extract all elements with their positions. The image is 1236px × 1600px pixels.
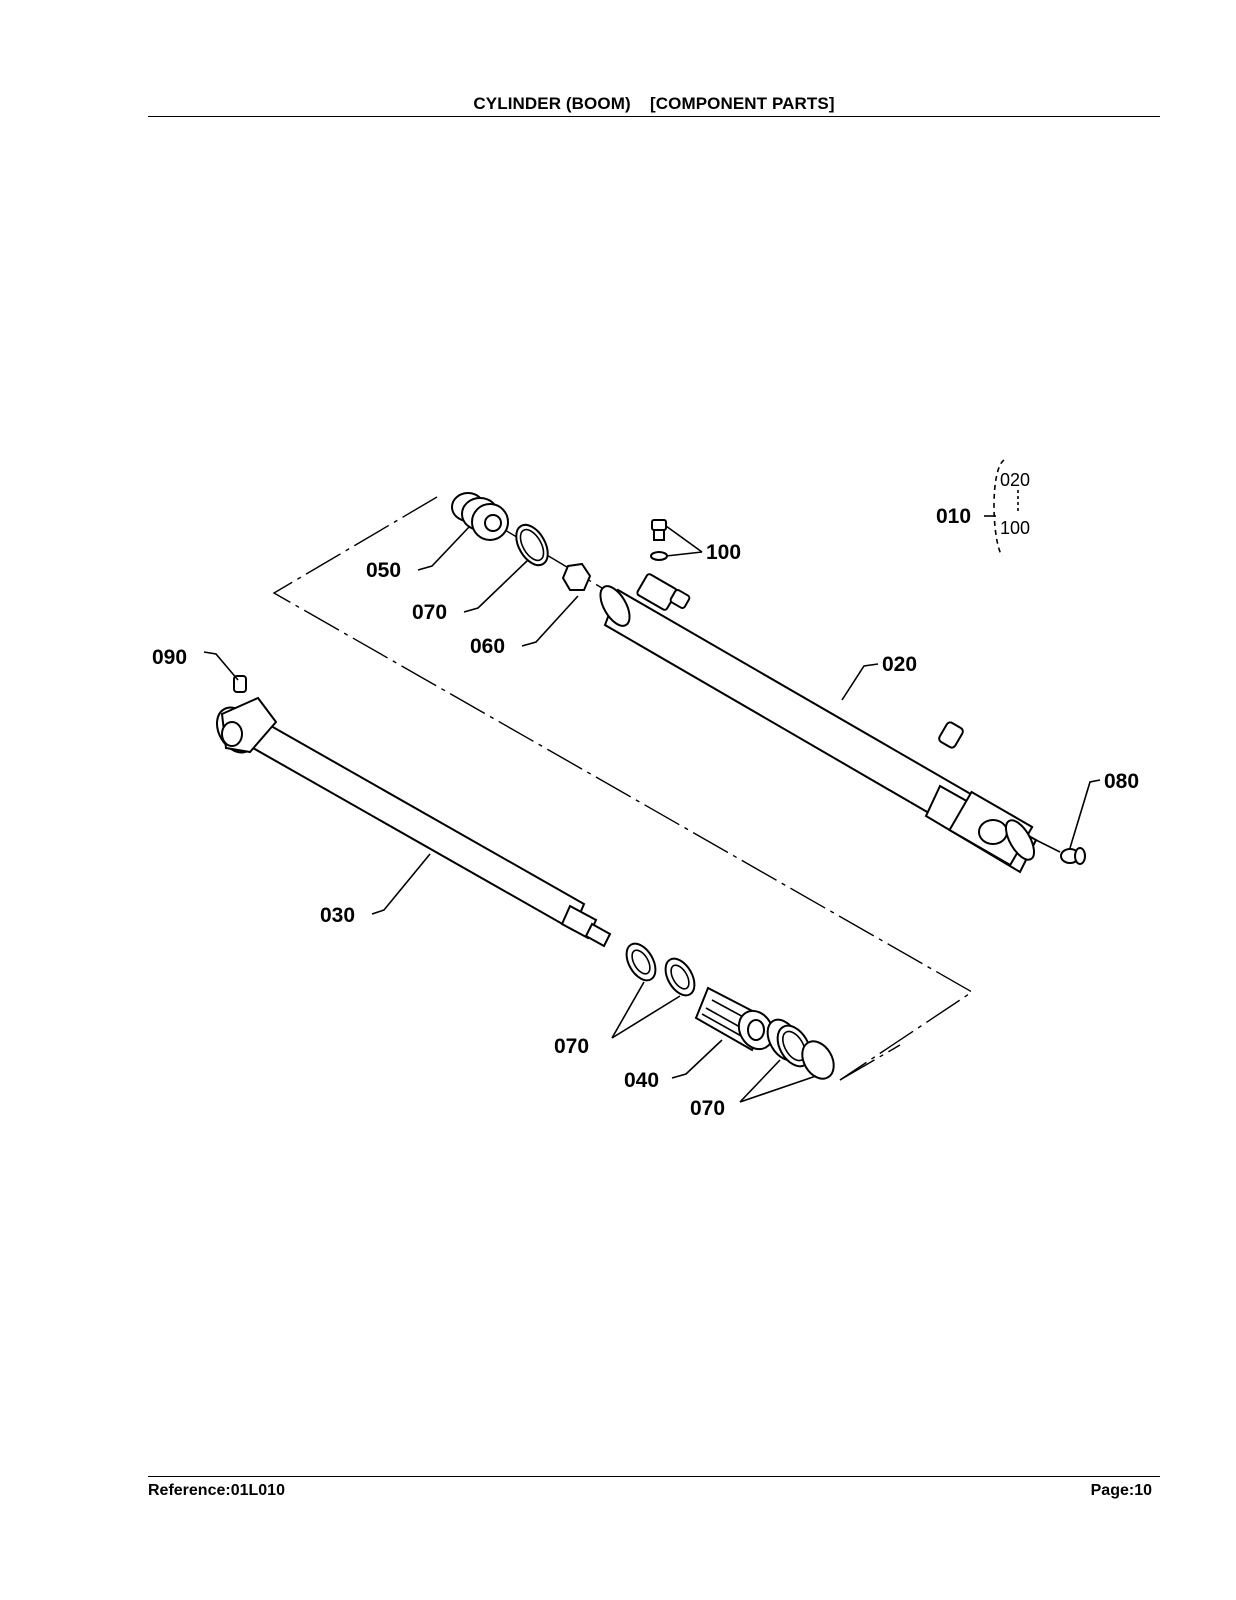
seal-rings-rod [625,942,696,997]
assembly-callout-010: 010 [936,505,971,528]
assembly-range-start: 020 [1000,470,1030,490]
callout-070-rod-seals: 070 [554,1035,589,1058]
cylinder-tube [599,573,1038,874]
seal-ring-gland [515,523,549,567]
callout-060: 060 [470,635,505,658]
assembly-range-end: 100 [1000,518,1030,538]
footer-rule [148,1476,1160,1477]
page-title: CYLINDER (BOOM) [COMPONENT PARTS] [473,94,835,113]
piston-rod [216,675,612,948]
piston [694,986,775,1052]
callout-020: 020 [882,653,917,676]
callout-040: 040 [624,1069,659,1092]
grease-fitting-tube [1035,839,1086,865]
callout-030: 030 [320,904,355,927]
callout-100: 100 [706,541,741,564]
callout-090: 090 [152,646,187,669]
seal-ring-gland-inner [519,528,545,562]
plug [650,519,668,561]
callout-070-piston-seals: 070 [690,1097,725,1120]
callout-050: 050 [366,559,401,582]
callout-070-gland-seal: 070 [412,601,447,624]
assembly-centerline [272,496,974,1081]
assembly-centerline-piston [839,1044,901,1081]
leader-lines [203,459,1101,1103]
seal-rings-piston [766,1018,835,1080]
page-number: Page:10 [1090,1482,1152,1499]
piston-nut [561,562,592,591]
reference-code: Reference:01L010 [148,1482,285,1499]
header-rule [148,116,1160,117]
callout-080: 080 [1104,770,1139,793]
rod-gland [451,492,509,541]
